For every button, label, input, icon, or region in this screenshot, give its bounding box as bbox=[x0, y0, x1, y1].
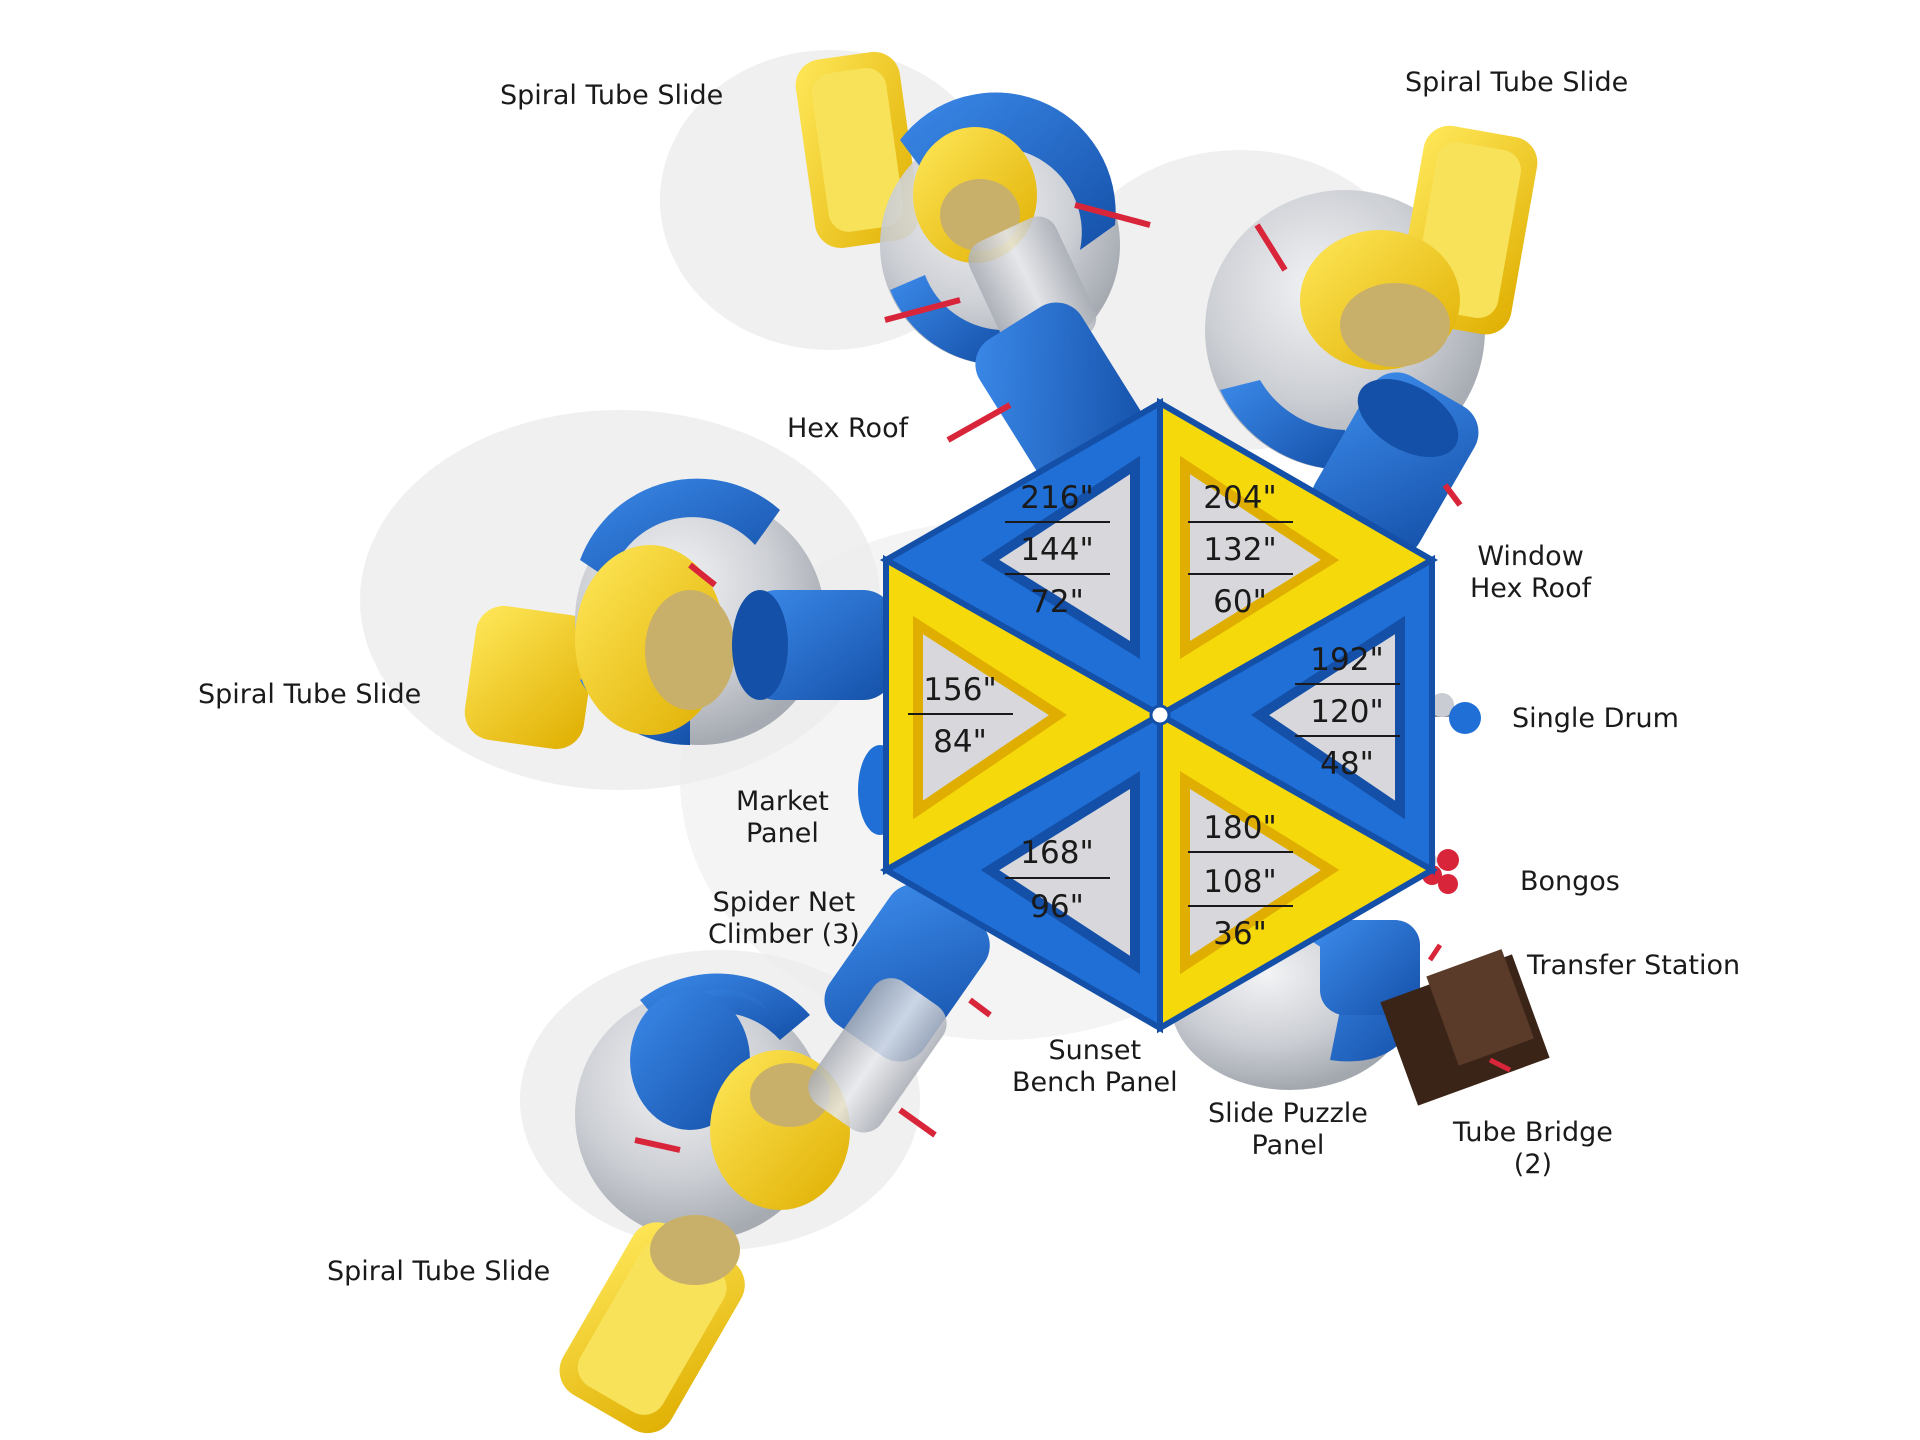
deck-height-label: 216" bbox=[1020, 480, 1093, 516]
hex-roof bbox=[879, 397, 1439, 1034]
label-hex-roof: Hex Roof bbox=[787, 413, 909, 444]
deck-heights-bottom-right: 180" 108" 36" bbox=[1188, 810, 1293, 952]
deck-heights-top-left: 216" 144" 72" bbox=[1005, 480, 1110, 620]
deck-height-label: 36" bbox=[1213, 916, 1267, 952]
deck-height-label: 168" bbox=[1020, 835, 1093, 871]
label-single-drum: Single Drum bbox=[1512, 703, 1679, 734]
label-spiral-tube-slide-left: Spiral Tube Slide bbox=[198, 679, 422, 710]
deck-heights-bottom-left: 168" 96" bbox=[1005, 835, 1110, 925]
single-drum bbox=[1430, 693, 1481, 734]
label-market-panel: Market Panel bbox=[736, 786, 829, 849]
label-spiral-tube-slide-top-right: Spiral Tube Slide bbox=[1405, 67, 1629, 98]
deck-height-label: 180" bbox=[1203, 810, 1276, 846]
label-bongos: Bongos bbox=[1520, 866, 1620, 897]
deck-height-label: 204" bbox=[1203, 480, 1276, 516]
label-tube-bridge: Tube Bridge (2) bbox=[1453, 1117, 1613, 1180]
label-sunset-bench-panel: Sunset Bench Panel bbox=[1012, 1035, 1178, 1098]
deck-height-label: 120" bbox=[1310, 694, 1383, 730]
spiral-tube-slide-top-right bbox=[1205, 125, 1538, 558]
deck-height-label: 192" bbox=[1310, 642, 1383, 678]
deck-height-label: 72" bbox=[1030, 584, 1084, 620]
spiral-tube-slide-left bbox=[464, 478, 895, 750]
deck-heights-left: 156" 84" bbox=[908, 672, 1013, 760]
deck-heights: 216" 144" 72" 204" 132" 60" 192" 120" 48… bbox=[908, 480, 1400, 952]
label-spider-net-climber: Spider Net Climber (3) bbox=[708, 887, 860, 950]
transfer-station bbox=[1380, 943, 1550, 1106]
deck-height-label: 144" bbox=[1020, 532, 1093, 568]
deck-height-label: 84" bbox=[933, 724, 987, 760]
deck-height-label: 96" bbox=[1030, 889, 1084, 925]
deck-height-label: 132" bbox=[1203, 532, 1276, 568]
deck-height-label: 48" bbox=[1320, 746, 1374, 782]
label-spiral-tube-slide-bottom: Spiral Tube Slide bbox=[327, 1256, 551, 1287]
deck-heights-top-right: 204" 132" 60" bbox=[1188, 480, 1293, 620]
spiral-tube-slide-bottom bbox=[559, 883, 992, 1434]
label-slide-puzzle-panel: Slide Puzzle Panel bbox=[1208, 1098, 1368, 1161]
deck-height-label: 156" bbox=[923, 672, 996, 708]
label-transfer-station: Transfer Station bbox=[1527, 950, 1741, 981]
deck-height-label: 60" bbox=[1213, 584, 1267, 620]
label-spiral-tube-slide-top-left: Spiral Tube Slide bbox=[500, 80, 724, 111]
deck-heights-right: 192" 120" 48" bbox=[1295, 642, 1400, 782]
deck-height-label: 108" bbox=[1203, 864, 1276, 900]
label-window-hex-roof: Window Hex Roof bbox=[1470, 541, 1592, 604]
